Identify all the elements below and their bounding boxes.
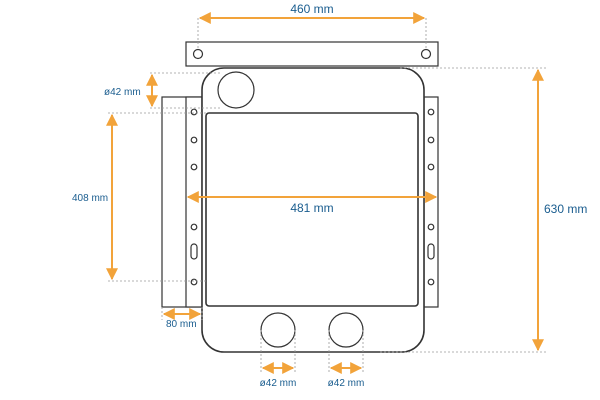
dimension-arrows — [106, 12, 544, 374]
label-top-width: 460 mm — [290, 2, 333, 16]
bracket-hole-left — [192, 48, 204, 60]
top-port — [217, 71, 255, 109]
top-mounting-bracket — [185, 41, 439, 67]
core-panel — [205, 112, 419, 307]
label-panel-width: 481 mm — [290, 201, 333, 215]
label-side-offset: 80 mm — [166, 319, 197, 330]
left-side-rail — [161, 96, 203, 308]
right-side-rail — [423, 96, 439, 308]
guide-lines — [108, 18, 548, 372]
label-top-port: ø42 mm — [104, 87, 141, 98]
bottom-port-right — [328, 312, 364, 348]
label-bottom-port-right: ø42 mm — [328, 378, 365, 389]
label-total-height: 630 mm — [544, 202, 587, 216]
bracket-hole-right — [420, 48, 432, 60]
dimension-labels: 460 mm 630 mm 481 mm 408 mm ø42 mm 80 mm… — [72, 2, 587, 389]
label-side-height: 408 mm — [72, 193, 108, 204]
label-bottom-port-left: ø42 mm — [260, 378, 297, 389]
radiator-body — [201, 67, 425, 353]
bottom-port-left — [260, 312, 296, 348]
